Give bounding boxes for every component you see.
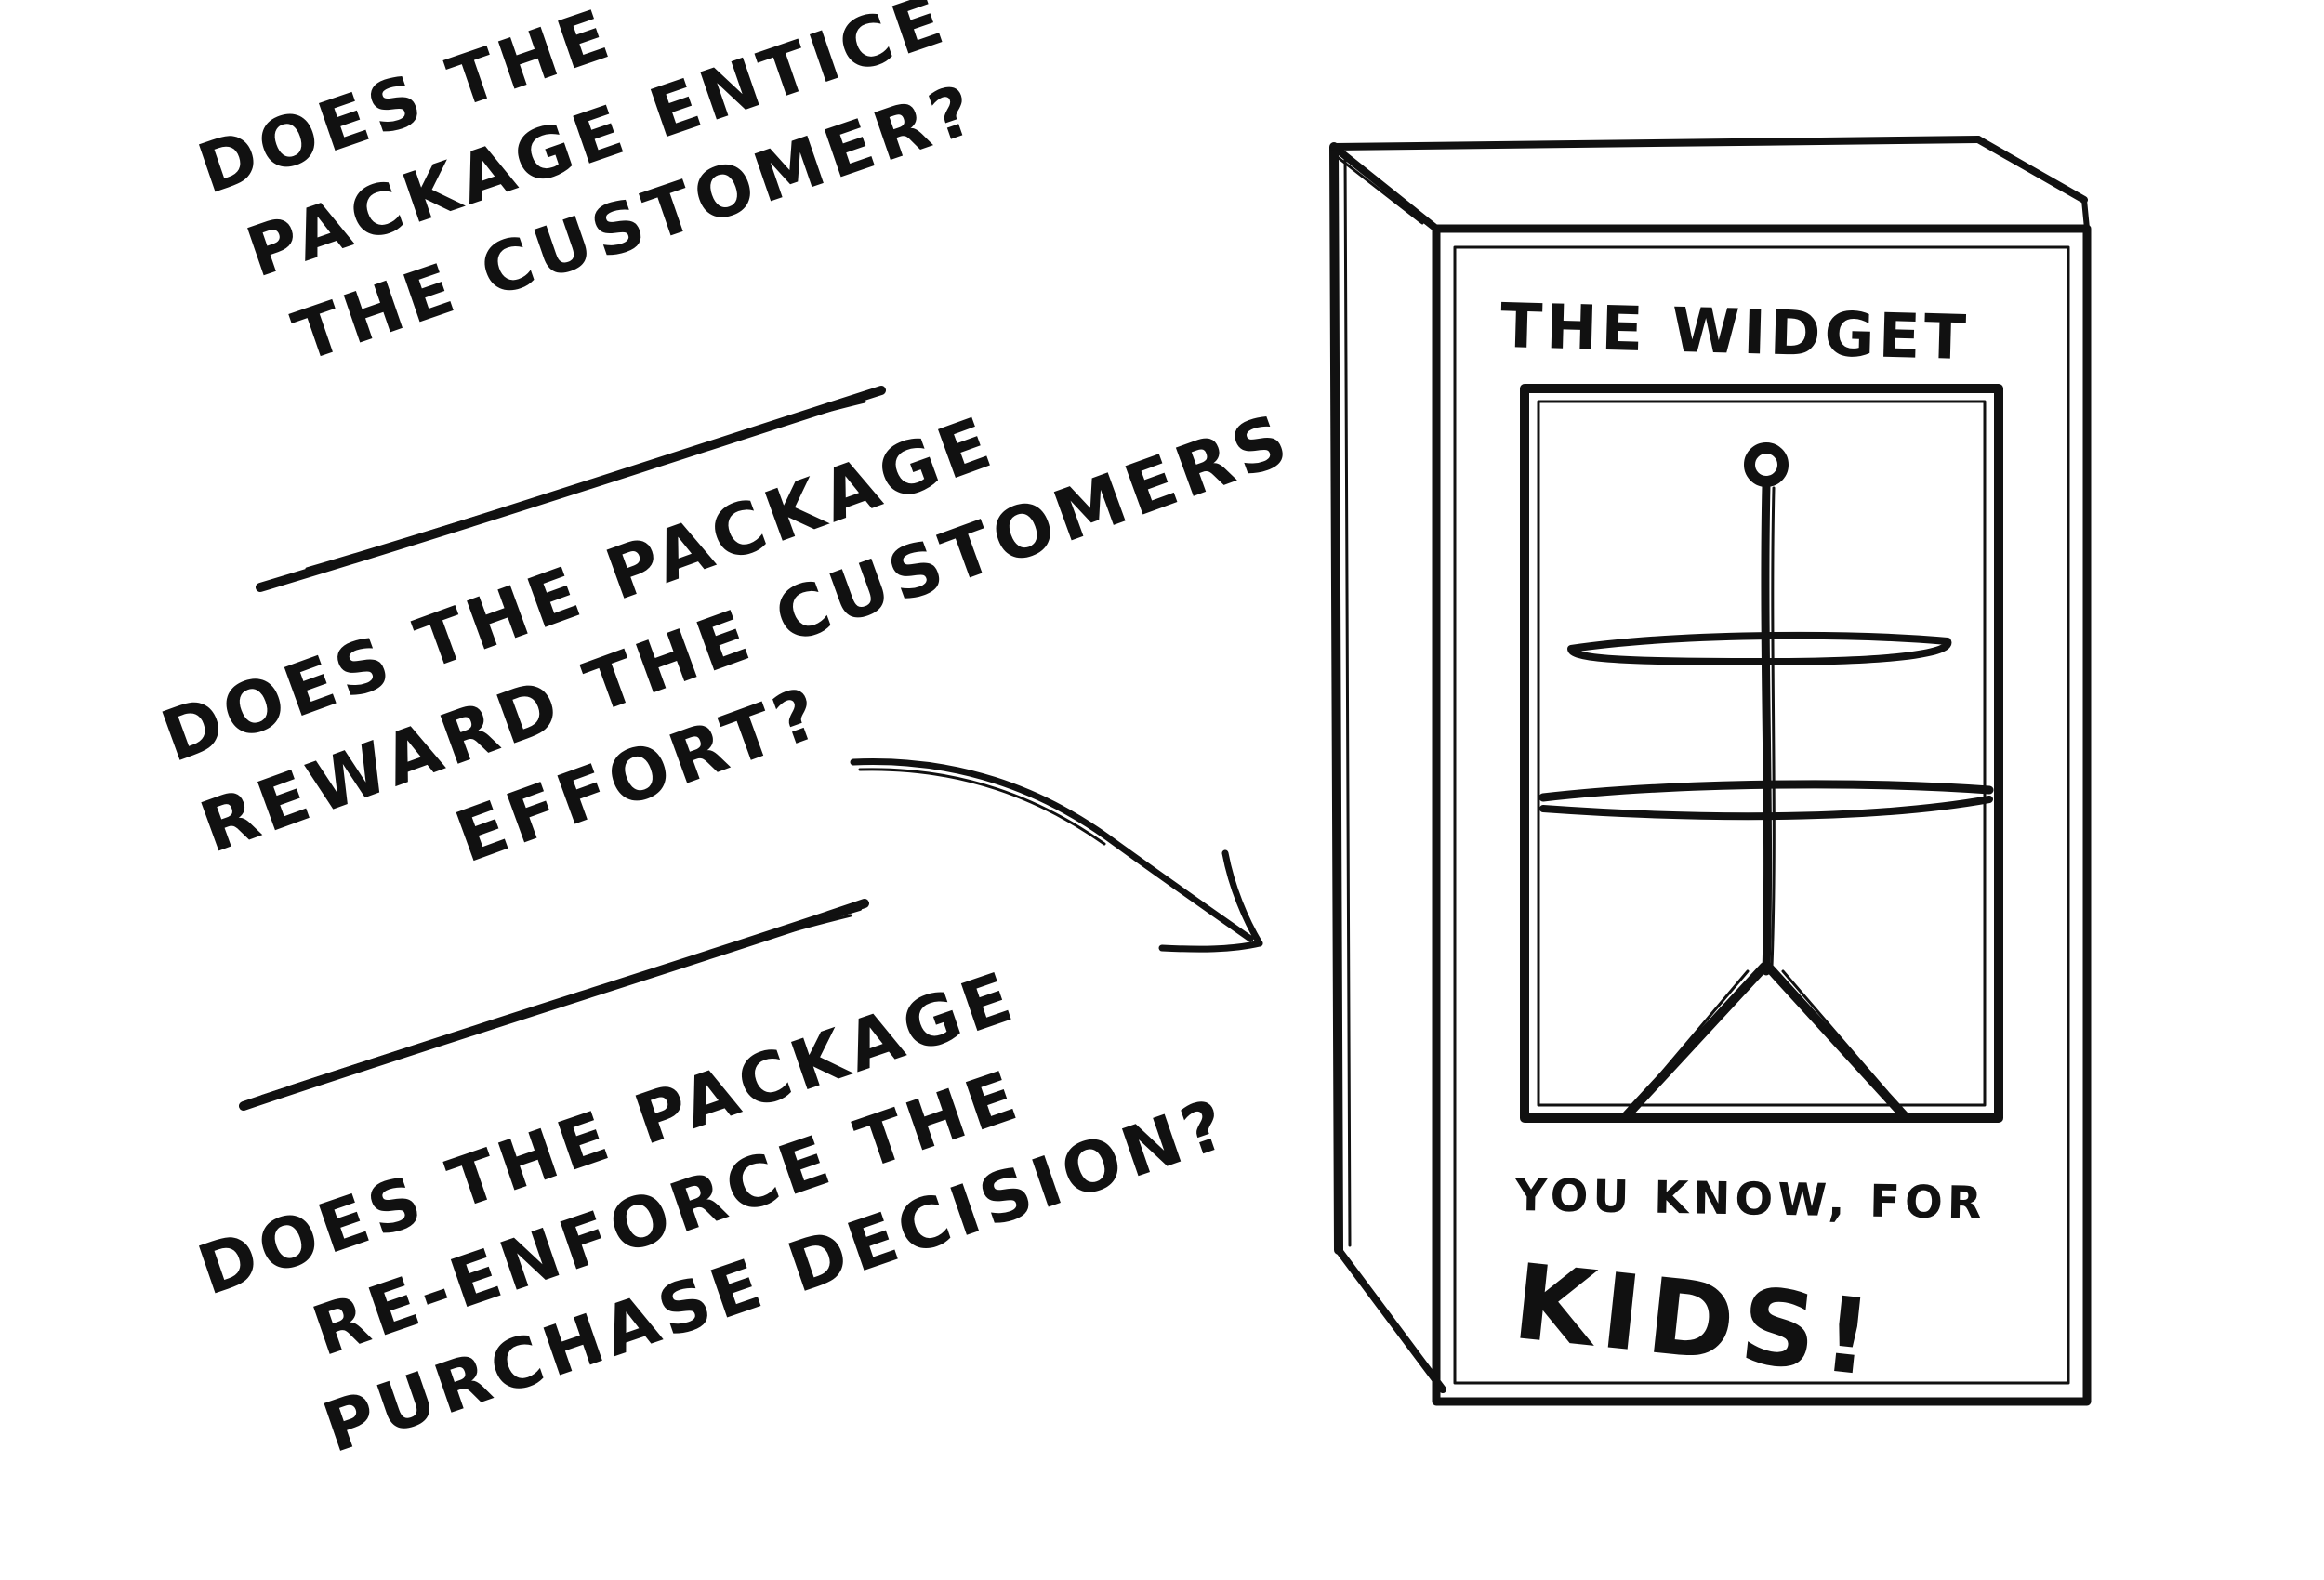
- package-window: [1520, 384, 2003, 1123]
- divider-stroke-bottom: [239, 899, 869, 1111]
- widget-toy: [1538, 442, 1994, 1120]
- divider-stroke-top: [256, 386, 886, 592]
- package-title: THE WIDGET: [1499, 290, 1971, 375]
- package-box: [1329, 136, 2092, 1406]
- arrow-to-box: [850, 758, 1263, 953]
- package-tagline: YOU KNOW, FOR: [1514, 1169, 1987, 1230]
